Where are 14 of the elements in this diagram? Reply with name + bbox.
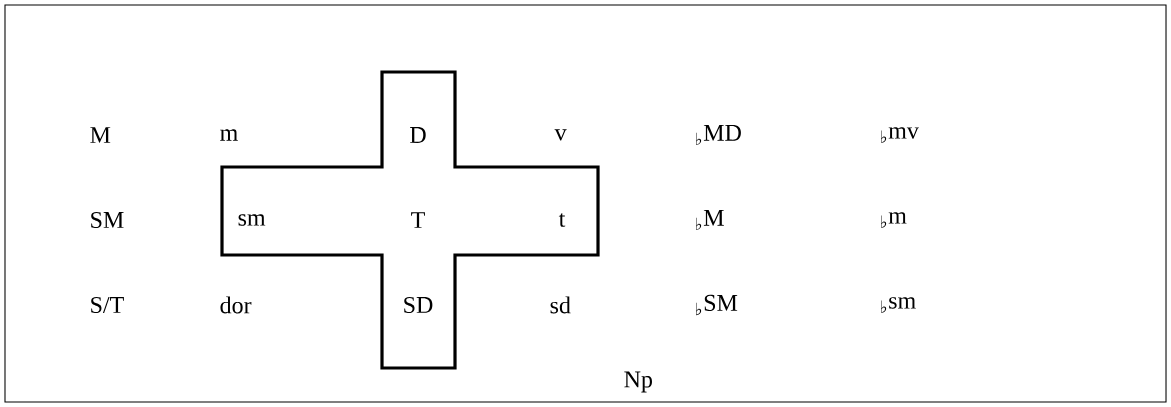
label: $_{♭}$sm [881,297,916,313]
label: S/T [91,296,124,314]
label: sd [550,296,571,314]
label: M [90,127,111,143]
label: $_{♭}$SM [696,294,738,316]
label: $_{♭}$mv [881,127,919,143]
label: $_{♭}$M [696,209,724,231]
label: SM [91,211,124,229]
label: m [220,129,238,141]
label: Np [624,371,652,393]
label: dor [220,296,252,314]
label: v [554,129,567,141]
label: $_{♭}$MD [696,124,741,146]
label: $_{♭}$m [881,212,907,228]
